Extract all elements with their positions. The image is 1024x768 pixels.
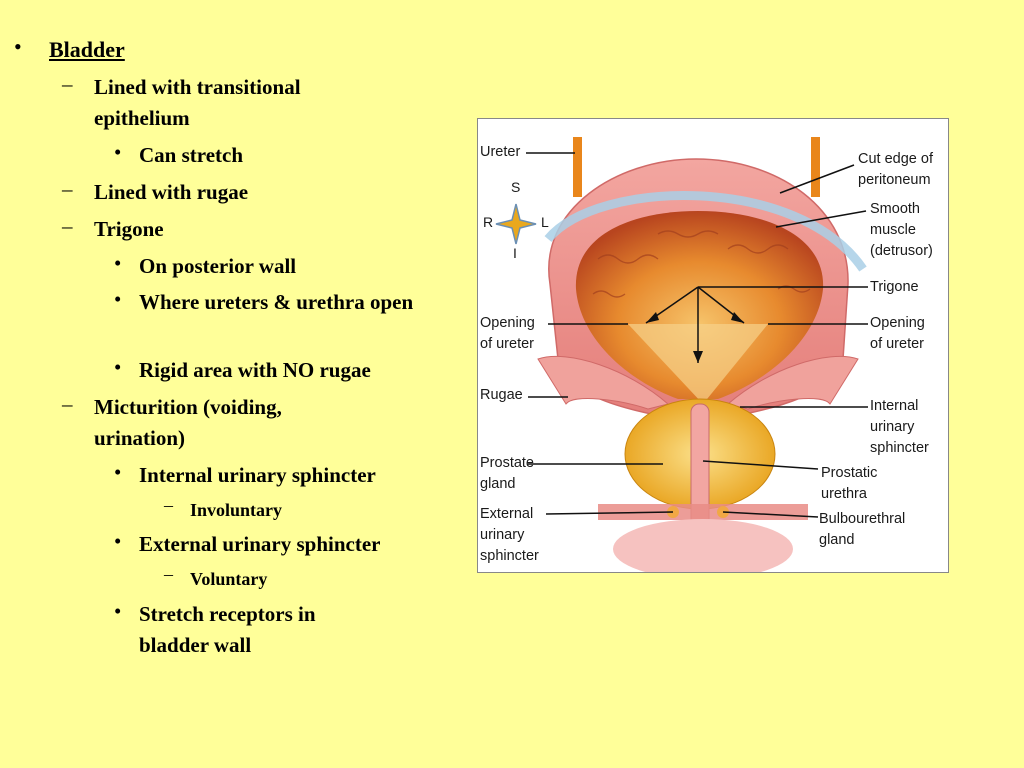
list-item: Lined with rugae (94, 180, 249, 204)
list-item: Micturition (voiding, urination) (94, 395, 282, 450)
arrow-heads (646, 312, 744, 363)
bullet-marker: • (114, 287, 122, 311)
leader-lines (526, 152, 868, 518)
list-item: Rigid area with NO rugae (139, 358, 371, 382)
ureter-left (573, 137, 582, 197)
label-prostate-gland: Prostate gland (480, 455, 534, 492)
dash-marker: – (62, 214, 73, 238)
bladder-lumen (575, 211, 824, 399)
bullet-marker: • (114, 251, 122, 275)
compass-left: L (541, 214, 549, 230)
compass-icon (495, 203, 537, 245)
bullet-marker: • (114, 460, 122, 484)
lower-tissue (613, 519, 793, 572)
label-ureter: Ureter (480, 144, 521, 160)
list-item: Internal urinary sphincter (139, 463, 376, 487)
bullet-marker: • (114, 599, 122, 623)
label-rugae: Rugae (480, 387, 523, 403)
label-opening-ureter-right: Opening of ureter (870, 315, 925, 352)
list-item: External urinary sphincter (139, 532, 381, 556)
list-item: Voluntary (190, 569, 268, 589)
list-item: Can stretch (139, 143, 244, 167)
label-prostatic-urethra: Prostatic urethra (821, 465, 878, 502)
bladder-diagram: S R L I Ureter Cut edge of peritoneum Sm… (477, 118, 949, 573)
external-sphincter-band (598, 504, 808, 520)
list-item: Stretch receptors in bladder wall (139, 602, 316, 657)
list-item: Involuntary (190, 500, 283, 520)
bullet-marker: • (114, 140, 122, 164)
label-smooth-muscle: Smooth muscle (detrusor) (870, 201, 933, 259)
list-item: Trigone (94, 217, 164, 241)
bladder-illustration (495, 137, 868, 572)
ureter-right (811, 137, 820, 197)
heading-bladder: Bladder (49, 37, 125, 62)
dash-marker: – (62, 392, 73, 416)
bullet-marker: • (114, 355, 122, 379)
bullet-marker: • (14, 34, 22, 59)
compass-superior: S (511, 179, 521, 195)
label-cut-edge-peritoneum: Cut edge of peritoneum (858, 151, 933, 188)
list-item: Where ureters & urethra open (139, 290, 414, 314)
peritoneum (544, 191, 867, 272)
compass-inferior: I (513, 245, 517, 261)
trigone-area (628, 324, 768, 404)
dash-marker: – (164, 564, 173, 584)
compass-right: R (483, 214, 494, 230)
dash-marker: – (62, 72, 73, 96)
bullet-marker: • (114, 529, 122, 553)
label-external-urinary-sphincter: External urinary sphincter (480, 506, 539, 564)
list-item: Lined with transitional epithelium (94, 75, 301, 130)
label-trigone: Trigone (870, 279, 919, 295)
dash-marker: – (62, 177, 73, 201)
label-internal-urinary-sphincter: Internal urinary sphincter (870, 398, 929, 456)
label-bulbourethral-gland: Bulbourethral gland (819, 511, 906, 548)
label-opening-ureter-left: Opening of ureter (480, 315, 535, 352)
dash-marker: – (164, 495, 173, 515)
rugae-folds (592, 230, 811, 298)
list-item: On posterior wall (139, 254, 297, 278)
